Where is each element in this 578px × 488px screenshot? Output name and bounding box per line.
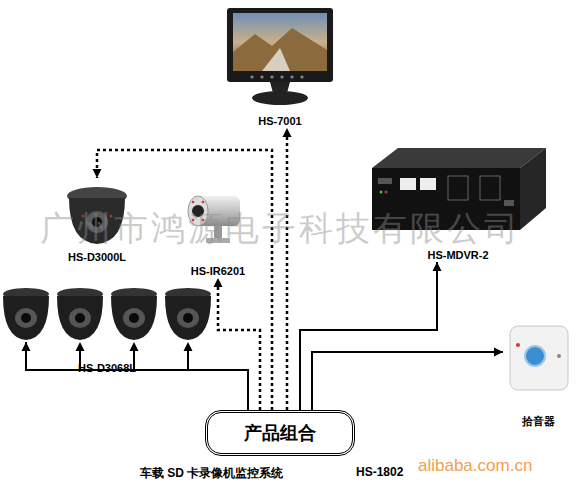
connector <box>214 278 261 410</box>
connector-line <box>300 262 437 410</box>
connector <box>22 342 249 410</box>
connector <box>312 348 503 411</box>
model-number: HS-1802 <box>356 465 403 479</box>
caption: 车载 SD 卡录像机监控系统 <box>140 465 283 482</box>
connector <box>283 128 292 410</box>
model-label: HS-IR6201 <box>191 265 245 278</box>
arrow-head <box>22 342 31 351</box>
arrow-head <box>283 128 292 137</box>
monitor-node: HS-7001 <box>222 4 338 128</box>
model-label: HS-D3000L <box>68 251 126 264</box>
connector-line <box>26 342 248 410</box>
model-label: 拾音器 <box>522 415 555 428</box>
connector-line <box>286 128 289 410</box>
box-text: 产品组合 <box>244 422 316 444</box>
camera-group-node: HS-D3068L <box>2 286 212 342</box>
connector <box>300 262 442 410</box>
arrow-head <box>433 262 442 271</box>
dome-row-picture <box>3 288 211 340</box>
arrow-head <box>93 169 102 178</box>
model-label: HS-D3068L <box>78 362 136 375</box>
monitor-picture <box>227 8 333 105</box>
microphone-picture <box>510 326 568 390</box>
product-box: 产品组合 <box>205 410 355 456</box>
model-label: HS-7001 <box>258 115 301 128</box>
arrow-head <box>214 278 223 287</box>
watermark: alibaba.com.cn <box>418 456 532 476</box>
model-label: HS-MDVR-2 <box>427 249 488 262</box>
watermark: 广州市鸿源电子科技有限公司 <box>40 210 521 246</box>
arrow-head <box>494 348 503 357</box>
microphone-node: 拾音器 <box>503 322 573 428</box>
connector-line <box>218 278 260 410</box>
connector-line <box>312 352 503 410</box>
